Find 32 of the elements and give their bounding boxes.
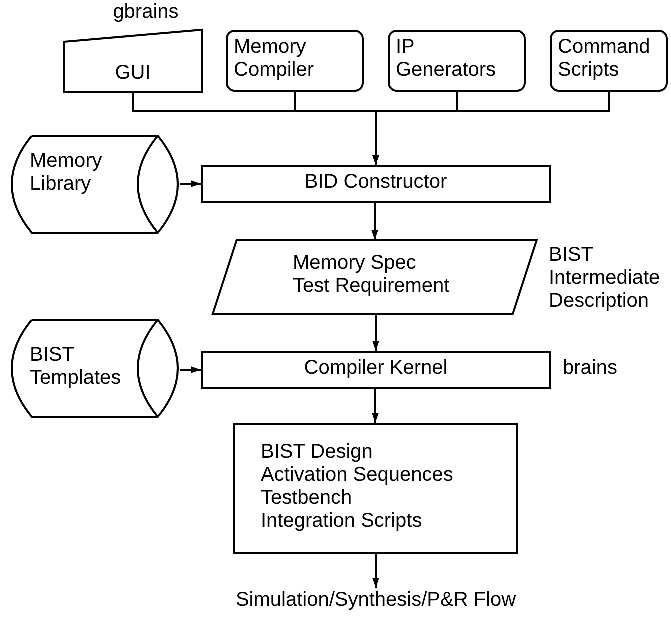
node-label: IP Generators xyxy=(396,36,498,82)
node-label: Compiler Kernel xyxy=(303,357,449,380)
side-note: gbrains xyxy=(112,1,180,24)
process-box xyxy=(233,423,518,554)
arrow xyxy=(372,314,380,351)
rounded-process-box xyxy=(388,30,526,92)
arrow xyxy=(372,554,380,588)
data-store-shape xyxy=(12,136,180,233)
arrow xyxy=(372,92,610,165)
node-label: BIST Templates xyxy=(30,344,122,390)
node-label: Testbench xyxy=(261,487,352,510)
node-label: Activation Sequences xyxy=(261,464,454,487)
node-label: Command Scripts xyxy=(558,36,652,82)
arrow xyxy=(180,180,201,188)
arrow xyxy=(372,389,379,423)
output-label: Simulation/Synthesis/P&R Flow xyxy=(226,588,526,614)
node-label: Memory Library xyxy=(30,150,104,196)
node-label: Memory Spec xyxy=(293,252,416,275)
node-label: Memory Compiler xyxy=(234,36,316,82)
node-label: BIST Design xyxy=(261,441,373,464)
node-label: GUI xyxy=(114,62,152,85)
side-note: BIST Intermediate Description xyxy=(549,244,662,313)
process-box xyxy=(201,165,551,203)
arrow xyxy=(180,366,201,374)
rounded-process-box xyxy=(550,30,668,92)
rounded-process-box xyxy=(226,30,364,92)
node-label: Test Requirement xyxy=(293,275,450,298)
arrow xyxy=(372,203,378,240)
data-store-shape xyxy=(12,320,180,417)
side-note: brains xyxy=(563,357,618,380)
node-label: BID Constructor xyxy=(304,171,448,194)
node-label: Integration Scripts xyxy=(261,510,422,533)
